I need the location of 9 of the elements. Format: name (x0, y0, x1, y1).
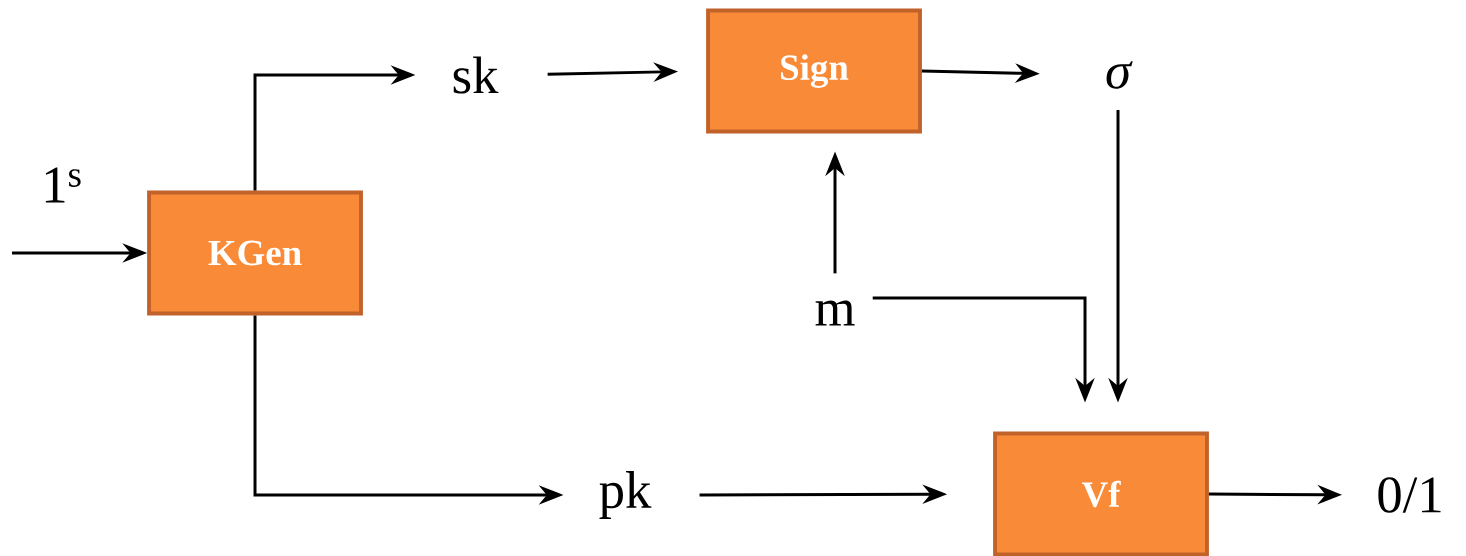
data-label: m (815, 300, 855, 326)
data-label: pk (599, 471, 652, 519)
edge-label: 1$^{s}$ (45, 167, 81, 203)
data-label: 0/1 (1378, 477, 1441, 513)
process-box: KGen (147, 190, 363, 316)
process-box: Sign (706, 8, 922, 134)
process-box: Vf (993, 431, 1209, 556)
symbol-label: σ (1106, 61, 1133, 89)
data-label: sk (453, 56, 499, 94)
